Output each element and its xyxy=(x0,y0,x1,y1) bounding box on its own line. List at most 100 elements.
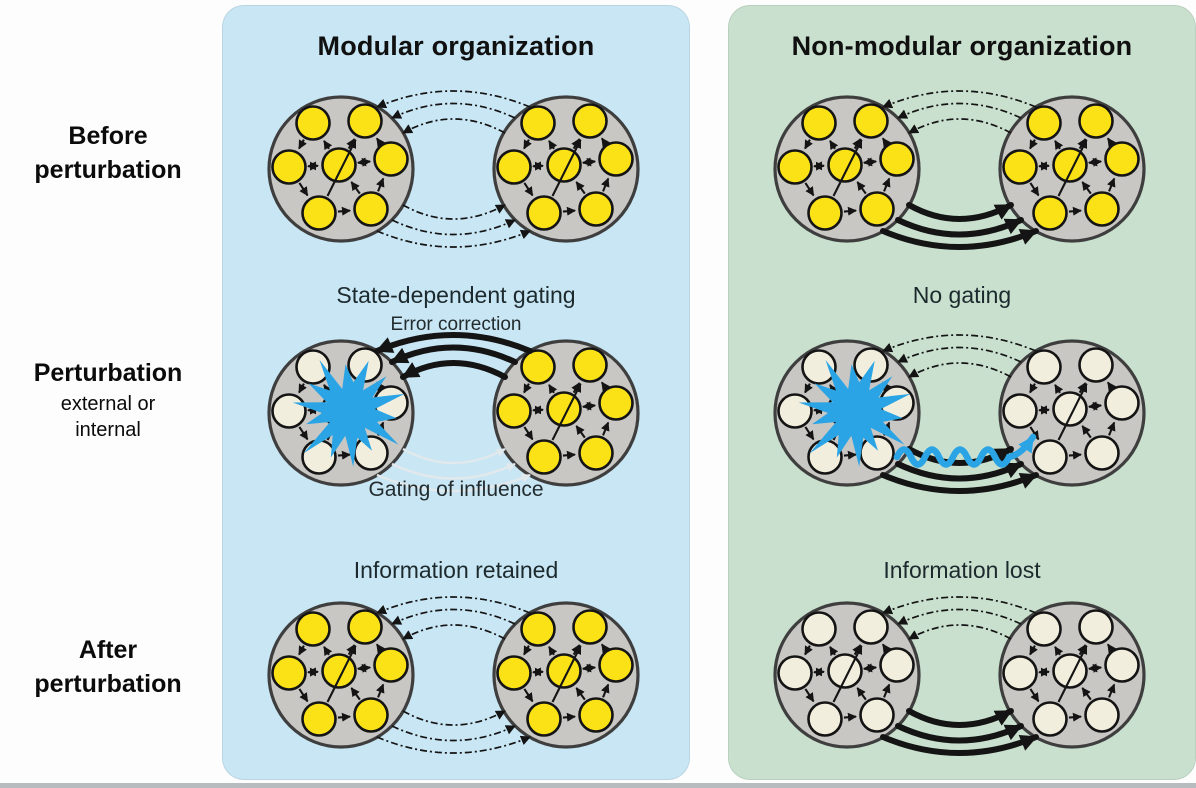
module-circle xyxy=(998,95,1146,243)
neuron-node xyxy=(353,697,389,733)
intra-module-arrow xyxy=(1057,138,1088,197)
weak-connection-arrow xyxy=(908,624,1012,640)
neuron-node xyxy=(859,435,895,471)
strong-connection-arrow xyxy=(880,228,1039,250)
intra-module-arrow xyxy=(882,177,891,192)
neuron-node xyxy=(1104,385,1140,421)
intra-module-arrow xyxy=(1029,139,1038,150)
neuron-node xyxy=(373,647,409,683)
intra-module-arrow xyxy=(829,140,839,151)
module-circle xyxy=(773,601,921,749)
neuron-node xyxy=(859,697,895,733)
neuron-node xyxy=(598,647,634,683)
strong-connection-arrow xyxy=(880,734,1039,756)
weak-connection-arrow xyxy=(897,102,1022,119)
neuron-node xyxy=(496,149,532,185)
perturbation-burst-icon xyxy=(798,359,911,467)
weak-connection-arrow xyxy=(391,608,516,625)
weak-connection-arrow xyxy=(402,624,506,640)
neuron-node xyxy=(353,191,389,227)
neuron-node xyxy=(1104,647,1140,683)
after-heading: Information lost xyxy=(883,557,1041,583)
intra-module-arrow xyxy=(337,206,351,216)
intra-module-arrow xyxy=(829,646,839,657)
intra-module-arrow xyxy=(323,140,333,151)
neuron-node xyxy=(321,653,357,689)
intra-module-arrow xyxy=(1068,712,1082,722)
module-circle xyxy=(773,95,921,243)
strong-connection-arrow xyxy=(895,461,1024,482)
intra-module-arrow xyxy=(523,426,534,441)
neuron-node xyxy=(853,103,889,139)
intra-module-arrow xyxy=(804,426,815,441)
intra-module-arrow xyxy=(600,137,611,148)
row-label-subline: internal xyxy=(75,418,141,441)
panel-modular-organization: Modular organization State-dependent gat… xyxy=(222,5,690,780)
neuron-node xyxy=(807,195,843,231)
intra-module-arrow xyxy=(1087,663,1103,673)
neuron-node xyxy=(347,347,383,383)
weak-connection-arrow xyxy=(908,118,1012,134)
neuron-node xyxy=(1026,349,1062,385)
gating-heading: No gating xyxy=(912,282,1012,308)
intra-module-arrow xyxy=(1029,383,1038,394)
neuron-node xyxy=(1052,653,1088,689)
error-correction-label: Error correction xyxy=(390,314,522,335)
intra-module-arrow xyxy=(523,688,534,703)
intra-module-arrow xyxy=(1107,683,1116,698)
intra-module-arrow xyxy=(1054,384,1064,395)
intra-module-arrow xyxy=(1107,421,1116,436)
neuron-node xyxy=(347,609,383,645)
intra-module-arrow xyxy=(298,139,307,150)
intra-module-arrow xyxy=(856,181,867,195)
weak-connection-arrow xyxy=(402,118,506,134)
intra-module-arrow xyxy=(843,206,857,216)
weak-connection-arrow xyxy=(376,229,531,248)
intra-module-arrow xyxy=(1054,140,1064,151)
intra-module-arrow xyxy=(1029,182,1040,197)
neuron-node xyxy=(1104,141,1140,177)
intra-module-arrow xyxy=(548,646,558,657)
intra-module-arrow xyxy=(1107,177,1116,192)
gated-connection-arrow xyxy=(391,462,516,480)
intra-module-arrow xyxy=(856,687,867,701)
neuron-node xyxy=(1002,393,1038,429)
neuron-node xyxy=(301,195,337,231)
intra-module-arrow xyxy=(337,712,351,722)
intra-module-arrow xyxy=(376,177,385,192)
noise-wavy-arrow-icon xyxy=(893,433,1037,468)
weak-connection-arrow xyxy=(908,362,1012,378)
intra-module-arrow xyxy=(1106,643,1117,654)
neuron-node xyxy=(1026,105,1062,141)
strong-connection-arrow xyxy=(906,202,1014,222)
neuron-node xyxy=(807,701,843,737)
weak-connection-arrow xyxy=(897,608,1022,625)
gated-connection-arrow xyxy=(376,473,531,493)
intra-module-arrow xyxy=(1057,382,1088,441)
intra-module-arrow xyxy=(298,688,309,703)
neuron-node xyxy=(353,435,389,471)
intra-module-arrow xyxy=(881,643,892,654)
intra-module-arrow xyxy=(298,182,309,197)
neuron-node xyxy=(1078,347,1114,383)
neuron-node xyxy=(879,141,915,177)
intra-module-arrow xyxy=(356,663,372,673)
intra-module-arrow xyxy=(298,426,309,441)
neuron-node xyxy=(1084,191,1120,227)
row-label-line: Perturbation xyxy=(33,359,183,387)
intra-module-arrow xyxy=(562,712,576,722)
neuron-node xyxy=(1052,147,1088,183)
neuron-node xyxy=(526,439,562,475)
intra-module-arrow xyxy=(1081,687,1092,701)
intra-module-arrow xyxy=(323,646,333,657)
panel-title: Modular organization xyxy=(317,31,595,61)
intra-module-arrow xyxy=(600,643,611,654)
intra-module-arrow xyxy=(804,688,815,703)
intra-module-arrow xyxy=(523,139,532,150)
neuron-node xyxy=(572,347,608,383)
neuron-node xyxy=(827,653,863,689)
neuron-node xyxy=(853,347,889,383)
intra-module-arrow xyxy=(548,384,558,395)
row-label-before-perturbation: Before perturbation xyxy=(0,120,216,187)
intra-module-arrow xyxy=(356,157,372,167)
